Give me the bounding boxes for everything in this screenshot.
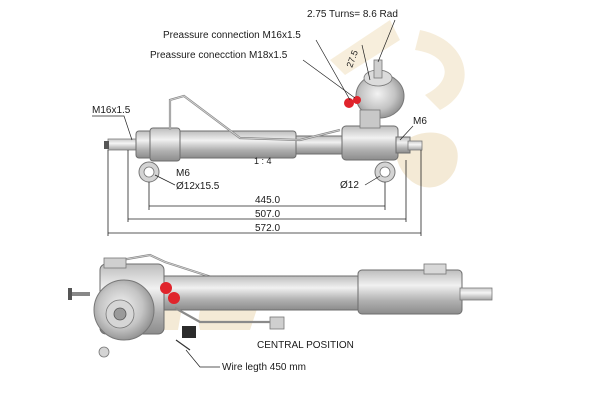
bottom-input-shaft (113, 307, 127, 321)
right-tie-rod (407, 140, 423, 151)
bottom-rack-assembly (68, 253, 493, 358)
central-position-label: CENTRAL POSITION (257, 340, 354, 351)
bottom-cylinder (159, 275, 361, 311)
bottom-end-housing (357, 269, 463, 315)
wire-length-label: Wire legth 450 mm (222, 362, 306, 373)
hole-right-label: Ø12 (340, 180, 359, 191)
bottom-port-upper (160, 282, 172, 294)
dimension-572: 572.0 (255, 223, 280, 234)
bottom-port-lower (168, 292, 180, 304)
valve-housing (341, 125, 399, 161)
dimension-lines (107, 150, 422, 236)
hole-left-label: Ø12x15.5 (176, 181, 220, 192)
turns-label: 2.75 Turns= 8.6 Rad (307, 9, 398, 20)
dimension-507: 507.0 (255, 209, 280, 220)
dimension-445: 445.0 (255, 195, 280, 206)
pressure-connection-m16-label: Preassure connection M16x1.5 (163, 30, 301, 41)
ratio-label: 1 : 4 (254, 156, 272, 166)
left-mount (149, 127, 181, 162)
left-tie-rod (107, 138, 139, 151)
m6-right-label: M6 (413, 116, 427, 127)
pressure-port-m16 (344, 98, 354, 108)
m6-left-label: M6 (176, 168, 190, 179)
top-rack-assembly (104, 59, 423, 183)
pressure-connection-m18-label: Preassure conecction M18x1.5 (150, 50, 288, 61)
input-shaft (373, 59, 383, 79)
m16-thread-label: M16x1.5 (92, 105, 131, 116)
sensor-connector (182, 326, 196, 338)
bottom-tie-rod (459, 287, 493, 301)
